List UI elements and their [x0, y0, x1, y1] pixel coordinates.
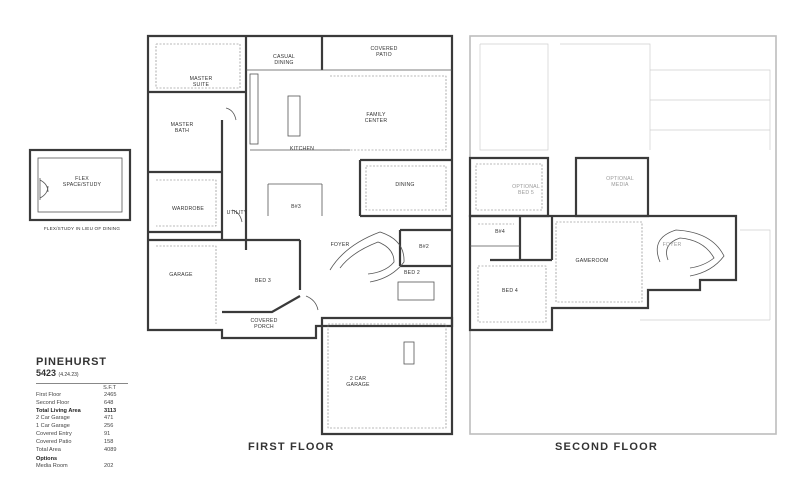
- area-legend: PINEHURST 5423 (4.24.23) S.F.T First Flo…: [36, 356, 128, 471]
- flex-caption: FLEX/STUDY IN LIEU OF DINING: [44, 226, 120, 231]
- room-label-bed-2: BED 2: [404, 270, 420, 276]
- room-label-garage: GARAGE: [169, 272, 193, 278]
- second-floor-plan: [468, 35, 777, 435]
- room-label-bed-4: BED 4: [502, 288, 518, 294]
- plan-code: 5423 (4.24.23): [36, 368, 79, 378]
- first-floor-title: FIRST FLOOR: [248, 441, 335, 453]
- room-label-dining: DINING: [395, 182, 414, 188]
- room-label-kitchen: KITCHEN: [290, 146, 314, 152]
- legend-divider: [36, 383, 128, 384]
- room-label-utility: UTILITY: [227, 210, 248, 216]
- room-label-bath-4: B#4: [495, 229, 505, 235]
- room-label-bed-3: BED 3: [255, 278, 271, 284]
- plan-name: PINEHURST: [36, 356, 107, 368]
- room-label-foyer: FOYER: [331, 242, 350, 248]
- room-label-bath-2: B#2: [419, 244, 429, 250]
- second-floor-title: SECOND FLOOR: [555, 441, 659, 453]
- room-label-foyer-upper: FOYER: [663, 242, 682, 248]
- room-label-wardrobe: WARDROBE: [172, 206, 204, 212]
- room-label-gameroom: GAMEROOM: [575, 258, 608, 264]
- unit-label: S.F.T: [103, 385, 116, 391]
- first-floor-plan: [146, 34, 454, 436]
- room-label-bath-3: B#3: [291, 204, 301, 210]
- options-heading: Options: [36, 456, 58, 463]
- flex-inset-plan: [28, 148, 132, 222]
